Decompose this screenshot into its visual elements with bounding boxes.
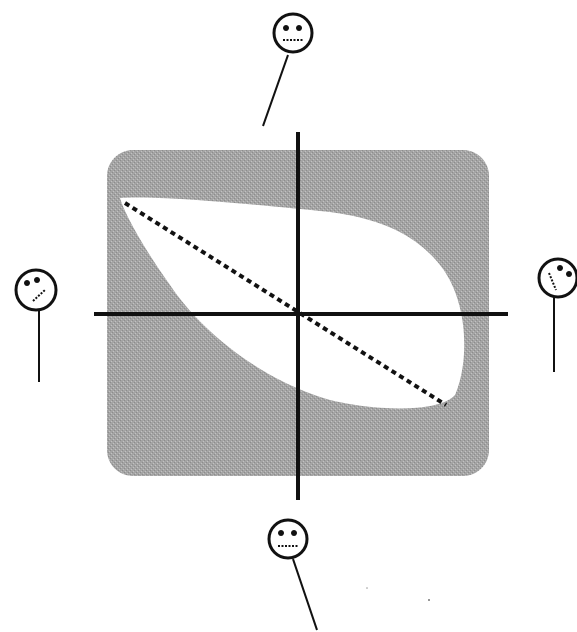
tilted-face-icon	[16, 270, 56, 310]
tilted-face-icon	[539, 259, 577, 297]
observer-top-stick	[263, 55, 288, 126]
scan-speck	[428, 599, 430, 601]
neutral-face-icon	[269, 520, 307, 558]
neutral-face-icon	[274, 14, 312, 52]
observer-top	[263, 14, 312, 126]
observer-bottom-stick	[293, 559, 317, 630]
observer-left	[16, 270, 56, 382]
observer-bottom	[269, 520, 317, 630]
scan-speck	[366, 587, 368, 589]
observer-right	[539, 259, 577, 372]
